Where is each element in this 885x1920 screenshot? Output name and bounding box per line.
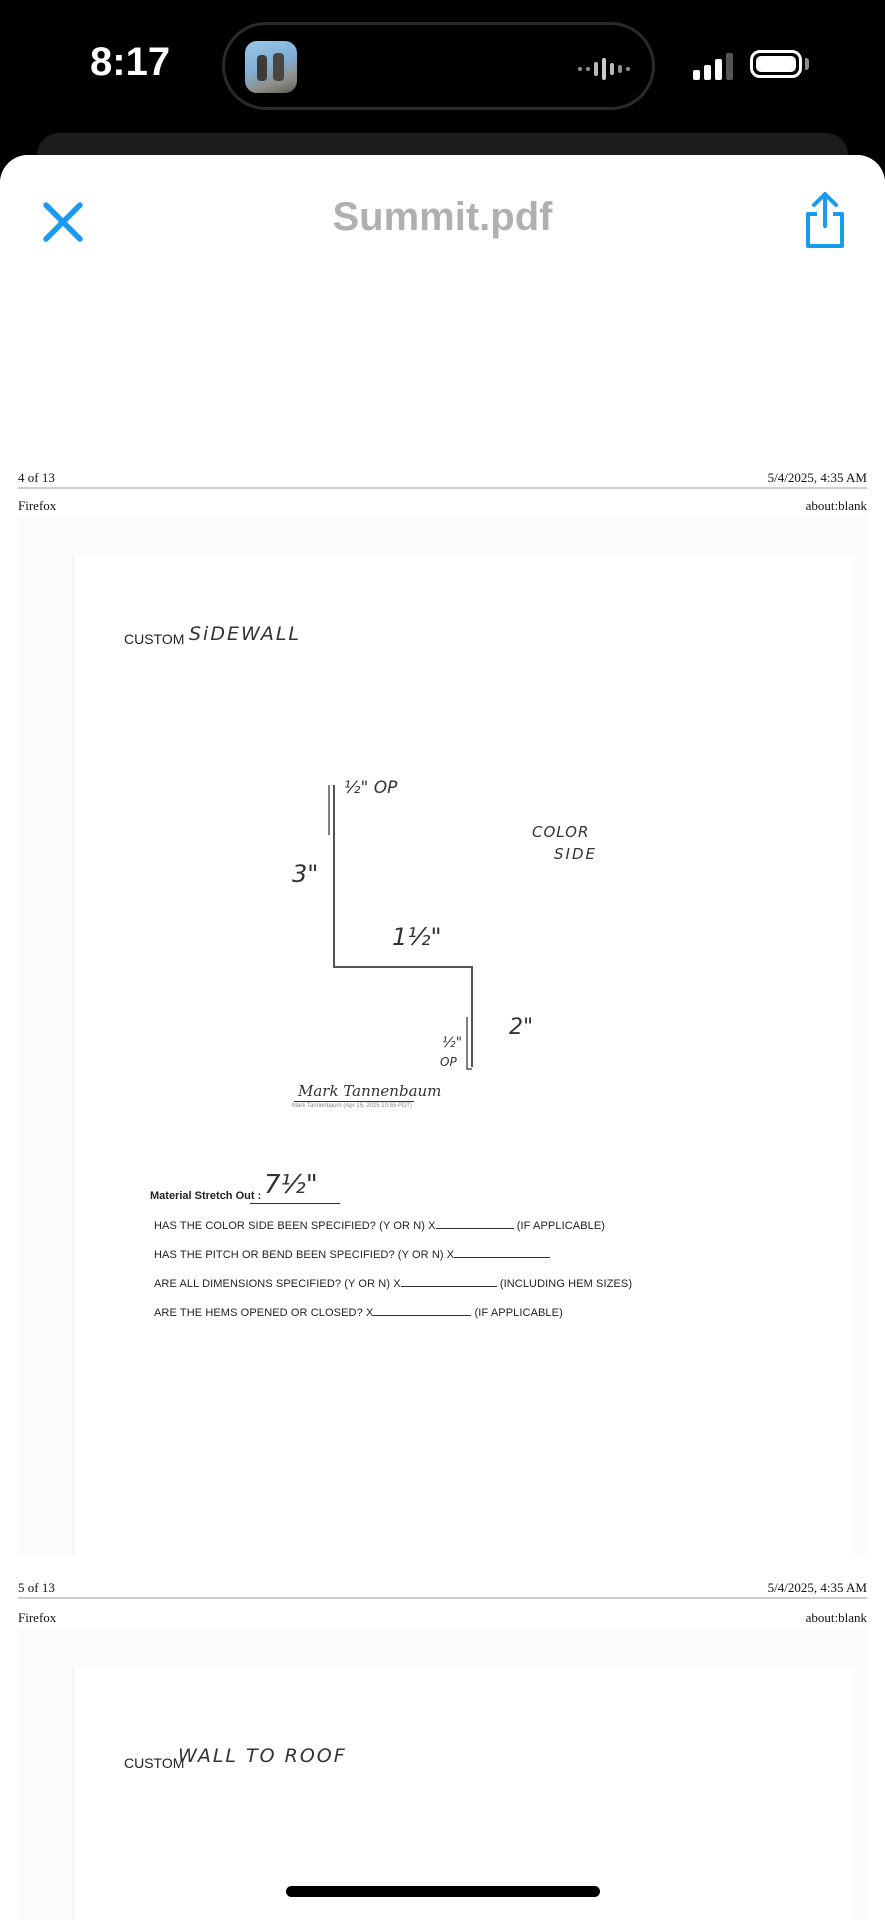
home-indicator[interactable] xyxy=(286,1886,600,1897)
battery-tip xyxy=(805,58,809,70)
pdf-page-5: CUSTOM WALL TO ROOF xyxy=(18,1627,867,1920)
document-title: Summit.pdf xyxy=(332,195,553,239)
dim-bottom-hem: ½" xyxy=(442,1035,463,1051)
now-playing-artwork[interactable] xyxy=(245,41,297,93)
status-time: 8:17 xyxy=(90,40,171,84)
page-number: 4 of 13 xyxy=(18,470,55,485)
page-url: about:blank xyxy=(805,498,867,513)
checklist-item: ARE THE HEMS OPENED OR CLOSED? X (IF APP… xyxy=(154,1307,563,1319)
stretch-label: Material Stretch Out : xyxy=(150,1190,262,1202)
browser-name: Firefox xyxy=(18,1610,57,1625)
print-timestamp: 5/4/2025, 4:35 AM xyxy=(767,1580,867,1595)
battery-icon xyxy=(750,50,802,78)
dim-right: 2" xyxy=(509,1015,534,1040)
stretch-underline xyxy=(250,1203,340,1204)
pdf-viewer-sheet: Summit.pdf 4 of 13 5/4/2025, 4:35 AM Fir… xyxy=(0,155,885,1920)
scanned-form-page-4: CUSTOM SiDEWALL ½" OP 3" 1½" 2" ½" OP CO… xyxy=(73,555,853,1555)
profile-sketch xyxy=(328,785,473,1070)
signature-caption: Mark Tannenbaum (Apr 15, 2025 10:55 PDT) xyxy=(292,1103,412,1109)
close-button[interactable] xyxy=(38,197,88,247)
share-icon xyxy=(806,192,844,248)
signature-line xyxy=(294,1101,414,1102)
viewer-nav-bar: Summit.pdf xyxy=(0,155,885,280)
pdf-content[interactable]: 4 of 13 5/4/2025, 4:35 AM Firefox about:… xyxy=(0,280,885,1920)
color-side-line-1: COLOR xyxy=(532,823,590,841)
page-url: about:blank xyxy=(805,1610,867,1625)
header-rule xyxy=(18,1597,867,1599)
custom-label: CUSTOM xyxy=(124,631,185,647)
scanned-form-page-5: CUSTOM WALL TO ROOF xyxy=(73,1667,853,1920)
custom-handwritten: SiDEWALL xyxy=(189,623,301,645)
checklist-item: HAS THE COLOR SIDE BEEN SPECIFIED? (Y OR… xyxy=(154,1220,606,1232)
dim-bottom-hem-op: OP xyxy=(440,1055,457,1069)
signature: Mark Tannenbaum xyxy=(298,1082,442,1100)
custom-handwritten: WALL TO ROOF xyxy=(178,1745,347,1767)
dynamic-island[interactable] xyxy=(222,22,655,110)
checklist-item: HAS THE PITCH OR BEND BEEN SPECIFIED? (Y… xyxy=(154,1249,551,1261)
browser-name: Firefox xyxy=(18,498,57,513)
cellular-signal-icon xyxy=(693,52,733,80)
dim-middle: 1½" xyxy=(392,923,442,951)
share-button[interactable] xyxy=(800,190,850,250)
audio-waveform-icon xyxy=(578,58,630,80)
page-number: 5 of 13 xyxy=(18,1580,55,1595)
status-bar: 8:17 xyxy=(0,0,885,135)
header-rule xyxy=(18,487,867,489)
color-side-line-2: SIDE xyxy=(554,845,597,863)
checklist-item: ARE ALL DIMENSIONS SPECIFIED? (Y OR N) X… xyxy=(154,1278,633,1290)
print-timestamp: 5/4/2025, 4:35 AM xyxy=(767,470,867,485)
dim-top-hem: ½" OP xyxy=(344,778,398,798)
dim-height: 3" xyxy=(292,860,319,888)
pdf-page-4: CUSTOM SiDEWALL ½" OP 3" 1½" 2" ½" OP CO… xyxy=(18,515,867,1555)
stretch-value: 7½" xyxy=(264,1170,318,1200)
custom-label: CUSTOM xyxy=(124,1755,185,1771)
close-icon xyxy=(43,202,83,242)
